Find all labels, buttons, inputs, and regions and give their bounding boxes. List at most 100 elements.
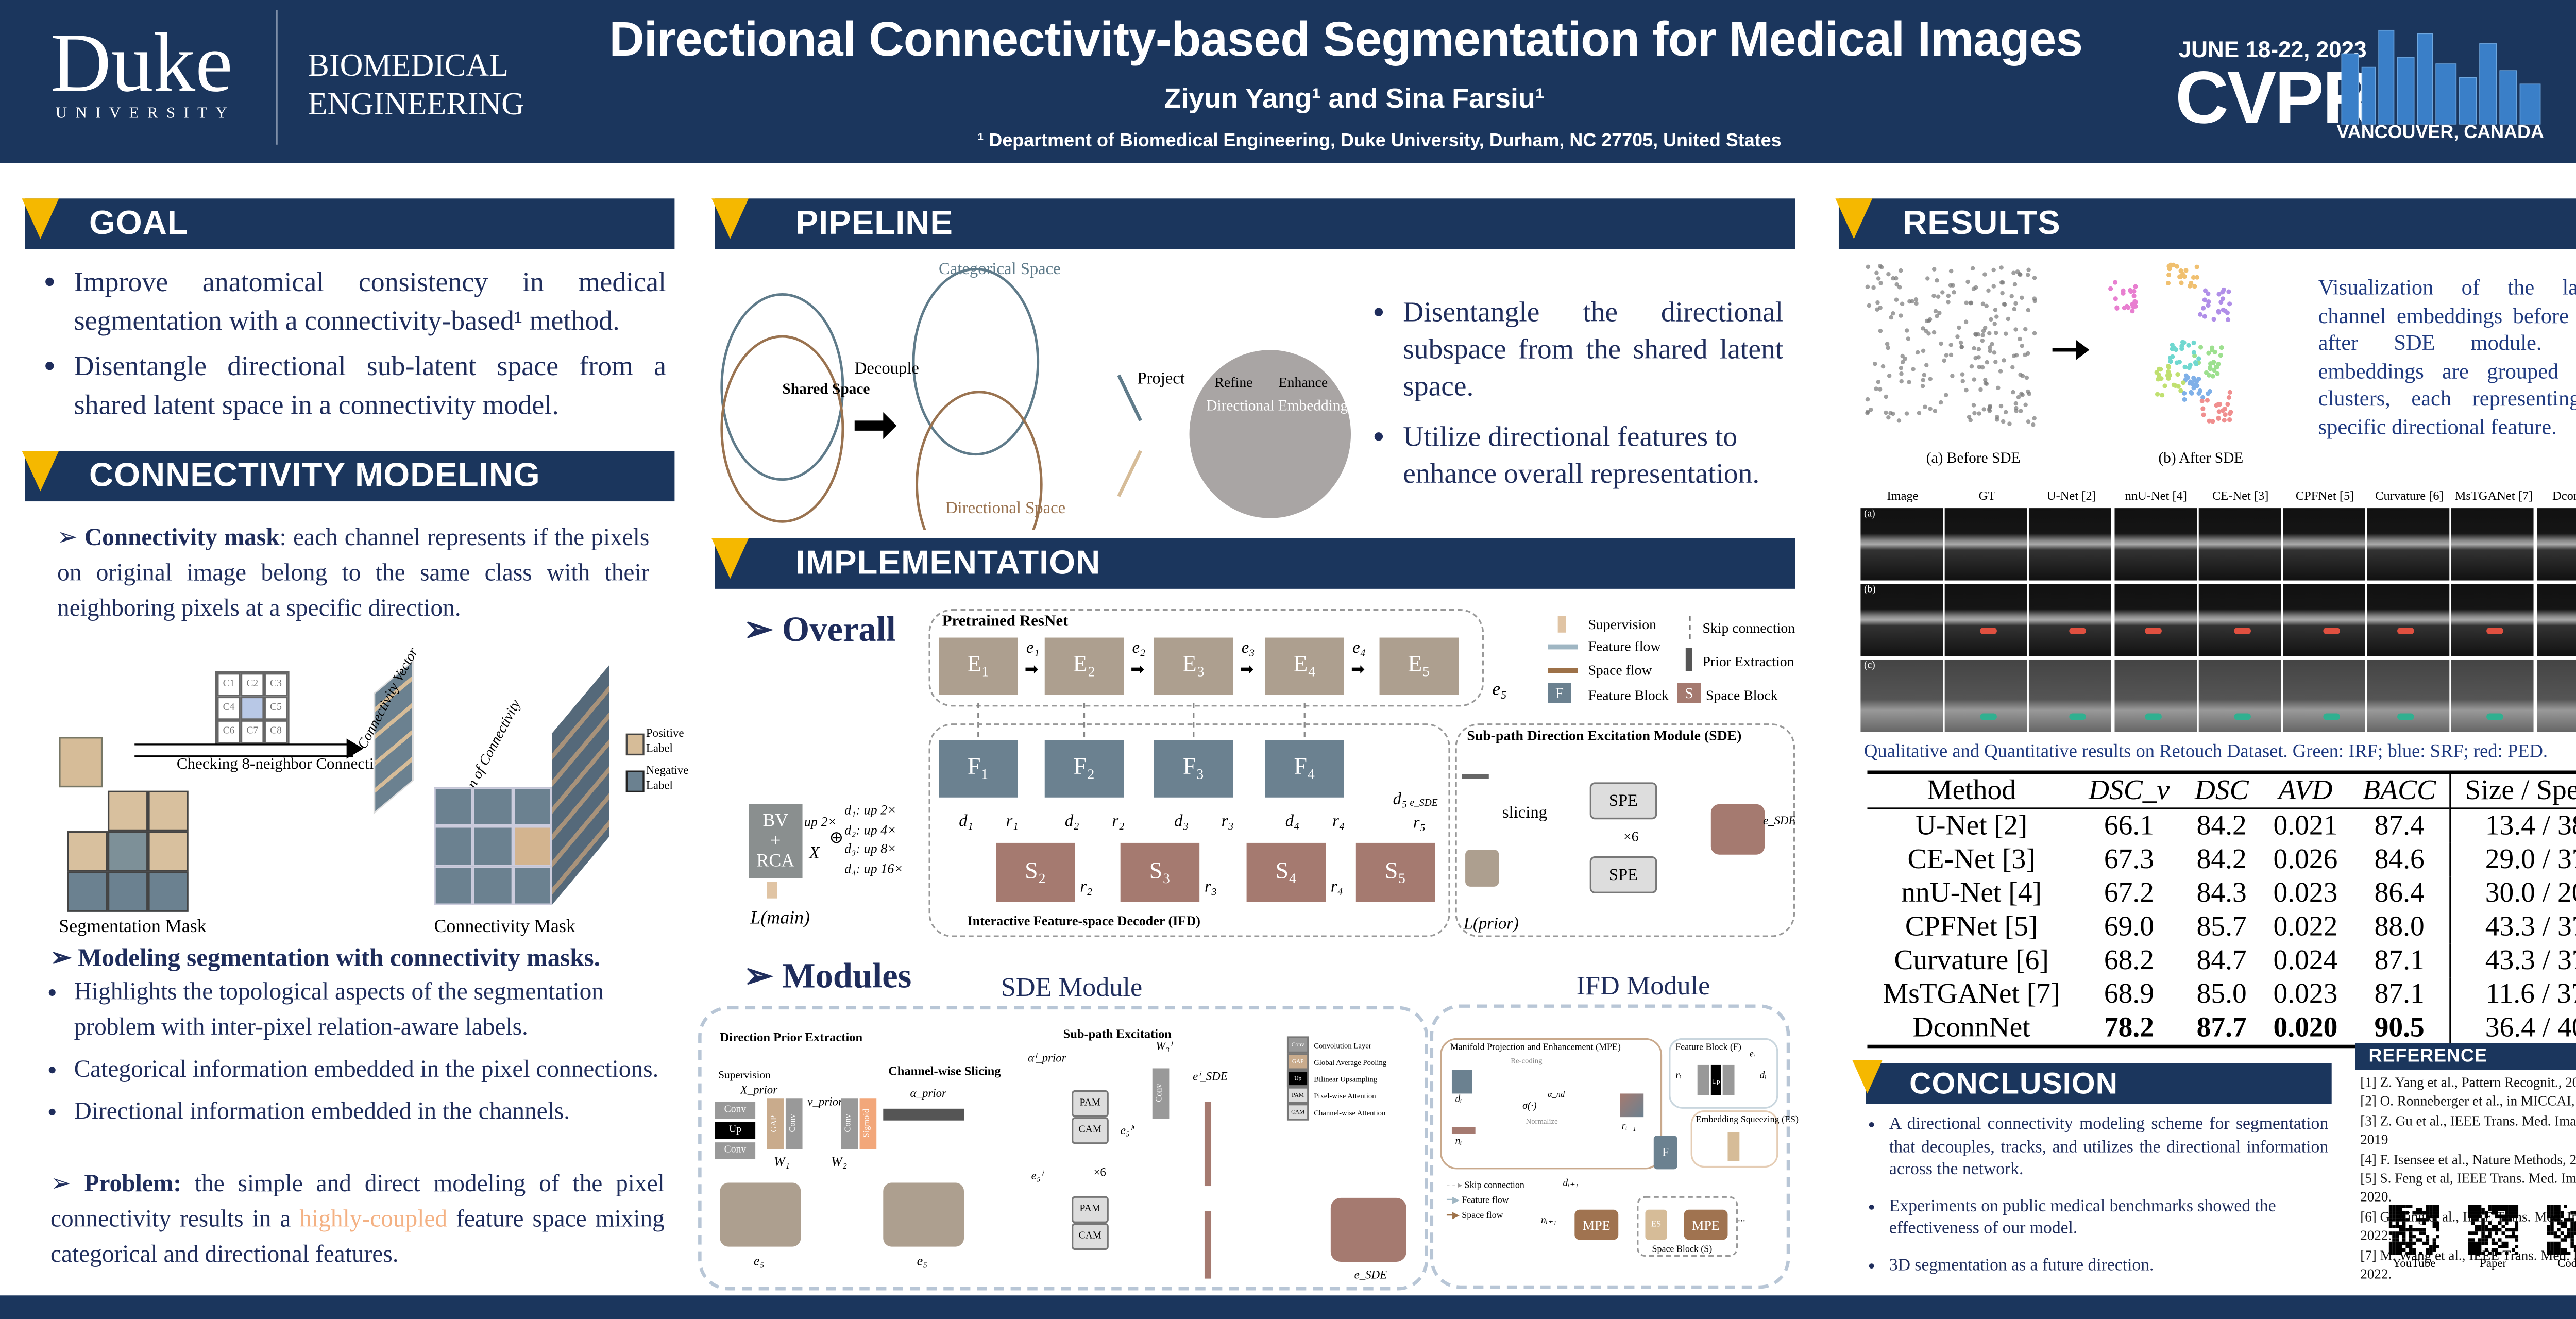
embedding-point-after xyxy=(2130,309,2135,314)
directional-space-label: Directional Space xyxy=(945,499,1066,518)
embedding-point-before xyxy=(2026,419,2031,424)
goal-bullet: Improve anatomical consistency in medica… xyxy=(74,262,666,340)
table-cell: MsTGANet [7] xyxy=(1883,977,2060,1010)
alpha-nd-label: α_nd xyxy=(1548,1092,1565,1101)
table-header-cell: AVD xyxy=(2278,774,2333,806)
embedding-point-before xyxy=(1993,360,1998,364)
r-label: r₄ xyxy=(1332,813,1345,832)
r-space-label: r₄ xyxy=(1330,878,1343,897)
legend-space-flow: Space flow xyxy=(1588,661,1652,678)
embedding-point-after xyxy=(2168,262,2173,267)
embedding-point-before xyxy=(1996,385,2001,391)
after-sde-label: (b) After SDE xyxy=(2158,449,2244,466)
oct-image xyxy=(1860,584,1943,656)
reference-heading: REFERENCE xyxy=(2355,1043,2576,1070)
table-cell: 0.026 xyxy=(2273,842,2338,875)
legend-prior: Prior Extraction xyxy=(1702,652,1794,670)
sde-legend-tag: GAP xyxy=(1286,1053,1309,1070)
legend-supervision: Supervision xyxy=(1588,616,1657,633)
oct-image xyxy=(2198,584,2281,656)
embedding-point-before xyxy=(1989,317,1993,322)
qr-label: Paper xyxy=(2480,1257,2507,1271)
embedding-point-before xyxy=(1973,285,1978,290)
embedding-point-before xyxy=(1899,379,1904,384)
embedding-point-before xyxy=(1921,326,1925,331)
embedding-circle xyxy=(1189,350,1351,518)
encoder-block: E₄ xyxy=(1265,637,1344,695)
cam-block: CAM xyxy=(1071,1117,1109,1144)
encoder-edge-label: e₄ xyxy=(1352,639,1366,658)
table-cell: 88.0 xyxy=(2374,910,2425,942)
head-box: BV+RCA xyxy=(749,804,803,878)
embedding-point-before xyxy=(1936,294,1941,299)
qr-codes: YouTubePaperCodes xyxy=(2388,1204,2576,1289)
segmentation-overlay xyxy=(2233,713,2251,720)
sde-legend-tag: Up xyxy=(1286,1070,1309,1087)
neighbor-cell: C3 xyxy=(264,673,288,697)
embedding-point-after xyxy=(2183,268,2189,273)
ifd-box xyxy=(928,723,1450,937)
segmentation-overlay xyxy=(2233,627,2251,635)
supervision-arrow-icon xyxy=(767,882,777,899)
embedding-point-before xyxy=(1887,374,1892,378)
embedding-point-before xyxy=(1942,358,1946,363)
table-header-cell: Size / Speed xyxy=(2448,772,2576,808)
embedding-point-before xyxy=(1911,367,1916,371)
esde-i-bar xyxy=(1204,1211,1212,1279)
upsample-item: d₁: up 2× xyxy=(844,802,896,818)
segmentation-overlay xyxy=(2144,627,2161,635)
table-cell: 43.3 / 37 xyxy=(2448,910,2576,944)
embedding-point-before xyxy=(1970,266,1975,271)
resnet-box xyxy=(928,609,1484,707)
embedding-point-before xyxy=(1987,409,1992,413)
embedding-point-after xyxy=(2227,301,2232,307)
embedding-point-before xyxy=(1923,404,1927,409)
embedding-point-before xyxy=(1984,303,1989,309)
arrow-label: Checking 8-neighbor Connectivity xyxy=(176,757,399,774)
problem-highlight: highly-coupled xyxy=(299,1206,448,1233)
mask-desc: : each channel represents if the pixels … xyxy=(57,525,650,623)
embedding-point-after xyxy=(2225,402,2230,407)
dept-name: BIOMEDICAL ENGINEERING xyxy=(308,47,524,124)
embedding-point-after xyxy=(2192,284,2197,289)
embedding-point-before xyxy=(1922,373,1927,377)
e5i-label: e₅ⁱ xyxy=(1031,1169,1043,1183)
check-arrow-icon xyxy=(134,743,353,757)
table-cell: 84.2 xyxy=(2196,809,2247,841)
embedding-point-after xyxy=(2216,292,2222,297)
embedding-point-after xyxy=(2166,369,2171,374)
embedding-point-before xyxy=(1946,293,1951,298)
column-label: U-Net [2] xyxy=(2046,487,2096,503)
pipeline-bullet: Utilize directional features to enhance … xyxy=(1403,419,1783,493)
embedding-point-after xyxy=(2211,317,2216,322)
sde-label: Sub-path Direction Excitation Module (SD… xyxy=(1467,726,1742,744)
embedding-point-after xyxy=(2206,291,2211,296)
legend-negative-label: Negative Label xyxy=(646,764,689,792)
legend-negative-swatch xyxy=(625,770,645,792)
embedding-point-before xyxy=(2011,390,2015,395)
oct-image xyxy=(2451,659,2534,732)
oct-image xyxy=(2283,584,2366,656)
embedding-point-before xyxy=(1993,330,1998,335)
embedding-point-before xyxy=(1939,341,1943,346)
embedding-point-after xyxy=(2210,345,2215,350)
e5-label: e₅ xyxy=(917,1253,928,1269)
embedding-point-after xyxy=(2192,378,2197,383)
embedding-point-before xyxy=(1884,410,1888,415)
duke-logo: Duke xyxy=(50,15,233,110)
connectivity-mask-side xyxy=(552,665,609,905)
embedding-point-after xyxy=(2218,352,2223,358)
feature-block-title: Feature Block (F) xyxy=(1675,1043,1741,1054)
embedding-point-after xyxy=(2175,372,2180,377)
resnet-label: Pretrained ResNet xyxy=(942,614,1069,631)
embedding-point-before xyxy=(2012,282,2018,287)
sde-legend-text: Global Average Pooling xyxy=(1314,1057,1387,1066)
embedding-point-before xyxy=(1944,353,1949,358)
table-cell: 85.0 xyxy=(2196,977,2247,1010)
legend-feature-flow: Feature flow xyxy=(1588,637,1661,655)
embedding-point-before xyxy=(1928,407,1933,411)
sde-legend-text: Bilinear Upsampling xyxy=(1314,1074,1378,1083)
embedding-point-before xyxy=(2032,296,2037,301)
embedding-point-after xyxy=(2155,392,2160,397)
